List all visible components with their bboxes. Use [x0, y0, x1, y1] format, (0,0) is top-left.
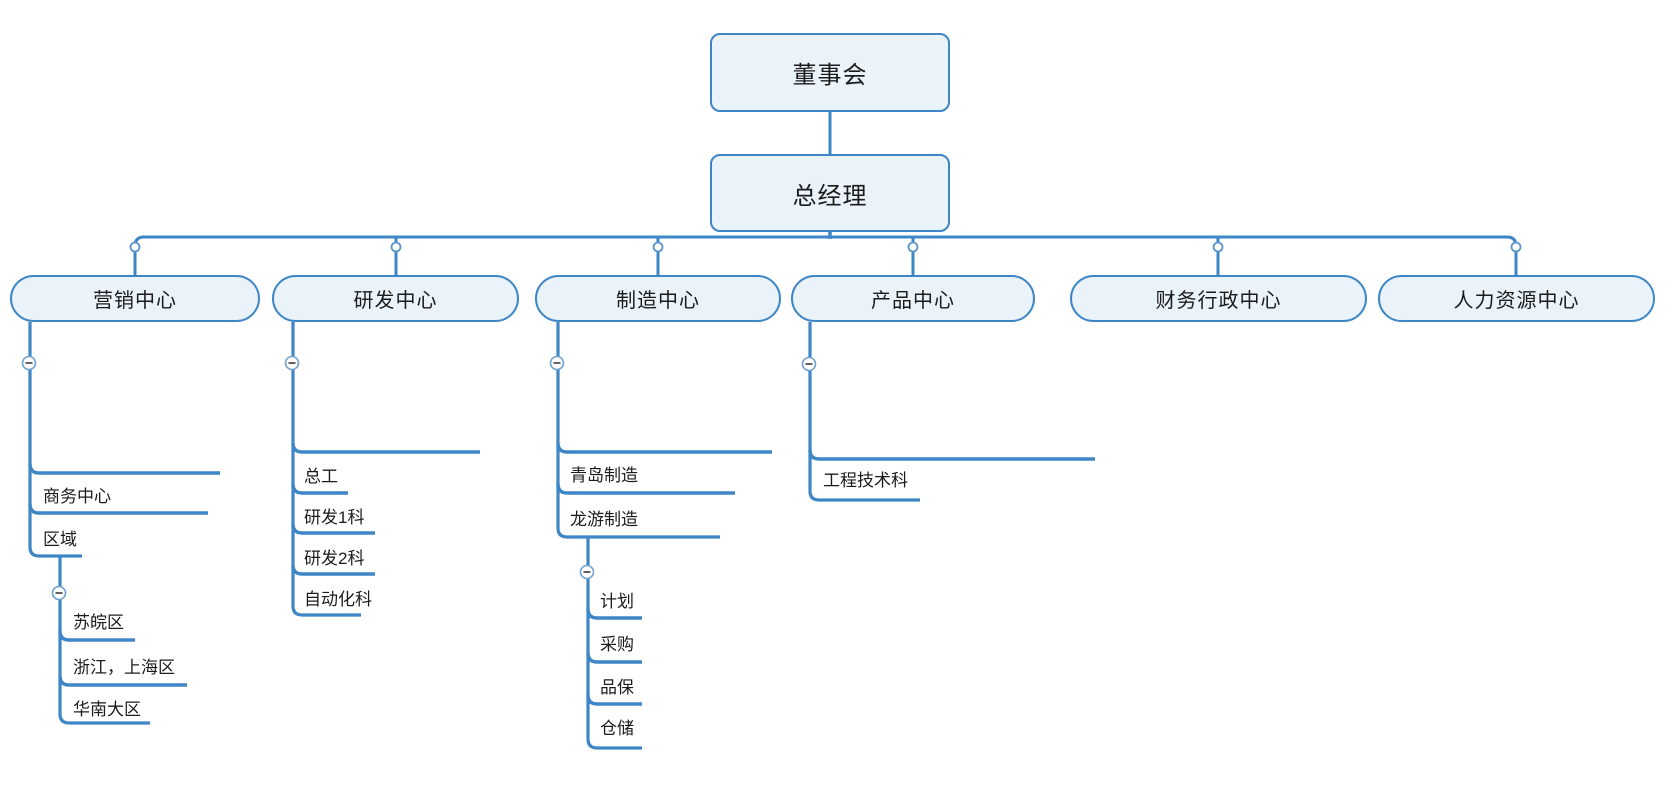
underline-zhejiang	[58, 675, 187, 687]
spine-mfg	[556, 322, 720, 539]
topic-rd-section-2[interactable]: 研发2科	[304, 549, 365, 568]
topic-automation-section[interactable]: 自动化科	[304, 590, 372, 609]
collapse-toggle-icon[interactable]	[51, 585, 67, 601]
topic-general-manager[interactable]: 总经理	[710, 154, 950, 232]
topic-hr-center[interactable]: 人力资源中心	[1378, 275, 1655, 322]
underline-rd1	[291, 523, 375, 535]
topic-general-manager-label: 总经理	[792, 182, 868, 210]
underline-zonggong	[291, 483, 348, 495]
topic-manufacturing-center-label: 制造中心	[616, 290, 700, 312]
underline-jihua	[586, 608, 642, 620]
collapse-toggle-icon[interactable]	[284, 355, 300, 371]
underline-pinbao	[586, 694, 642, 706]
collapse-toggle-icon[interactable]	[579, 564, 595, 580]
topic-chief-engineer[interactable]: 总工	[304, 467, 338, 486]
topic-finance-admin-center[interactable]: 财务行政中心	[1070, 275, 1367, 322]
topic-planning[interactable]: 计划	[600, 592, 634, 611]
spine-marketing	[28, 322, 82, 558]
underline-caigou	[586, 652, 642, 664]
underline-qingdao	[556, 483, 735, 495]
branch-junction-dot	[129, 241, 141, 253]
branch-junction-dot	[390, 241, 402, 253]
spine-longyou	[586, 537, 642, 750]
topic-longyou-manufacturing[interactable]: 龙游制造	[570, 510, 638, 529]
underline-suwan	[58, 630, 135, 642]
topic-rd-center[interactable]: 研发中心	[272, 275, 519, 322]
topic-qingdao-manufacturing[interactable]: 青岛制造	[570, 466, 638, 485]
topic-rd-center-label: 研发中心	[353, 290, 438, 312]
branch-junction-dot	[652, 241, 664, 253]
topic-product-center[interactable]: 产品中心	[791, 275, 1035, 322]
topic-manufacturing-center[interactable]: 制造中心	[535, 275, 781, 322]
topic-region[interactable]: 区域	[43, 530, 77, 549]
branch-junction-dot	[907, 241, 919, 253]
topic-engineering-technology-section[interactable]: 工程技术科	[823, 471, 908, 490]
underline-marketing-empty	[28, 463, 220, 475]
underline-rd2	[291, 564, 375, 576]
topic-board-label: 董事会	[792, 62, 868, 89]
topic-suwan-district[interactable]: 苏皖区	[73, 613, 124, 632]
topic-hr-center-label: 人力资源中心	[1453, 290, 1580, 312]
topic-quality-assurance[interactable]: 品保	[600, 678, 634, 697]
spine-product	[808, 322, 920, 502]
collapse-toggle-icon[interactable]	[801, 356, 817, 372]
topic-product-center-label: 产品中心	[871, 290, 955, 312]
topic-warehousing[interactable]: 仓储	[600, 719, 634, 738]
topic-rd-section-1[interactable]: 研发1科	[304, 508, 365, 527]
topic-board[interactable]: 董事会	[710, 33, 950, 112]
underline-mfg-empty	[556, 442, 772, 454]
branch-junction-dot	[1212, 241, 1224, 253]
collapse-toggle-icon[interactable]	[21, 355, 37, 371]
underline-shangwu	[28, 503, 208, 515]
spine-region	[58, 556, 150, 725]
topic-finance-admin-center-label: 财务行政中心	[1155, 290, 1282, 312]
topic-marketing-center-label: 营销中心	[93, 290, 177, 312]
underline-product-empty	[808, 449, 1095, 461]
topic-marketing-center[interactable]: 营销中心	[10, 275, 260, 322]
branch-junction-dot	[1510, 241, 1522, 253]
topic-procurement[interactable]: 采购	[600, 635, 634, 654]
topic-business-center[interactable]: 商务中心	[43, 487, 111, 506]
underline-rd-empty	[291, 442, 480, 454]
spine-rd	[291, 322, 361, 617]
topic-zhejiang-shanghai-district[interactable]: 浙江，上海区	[73, 658, 175, 677]
connector-main-rail	[133, 235, 1518, 275]
collapse-toggle-icon[interactable]	[549, 355, 565, 371]
topic-south-china-district[interactable]: 华南大区	[73, 700, 141, 719]
